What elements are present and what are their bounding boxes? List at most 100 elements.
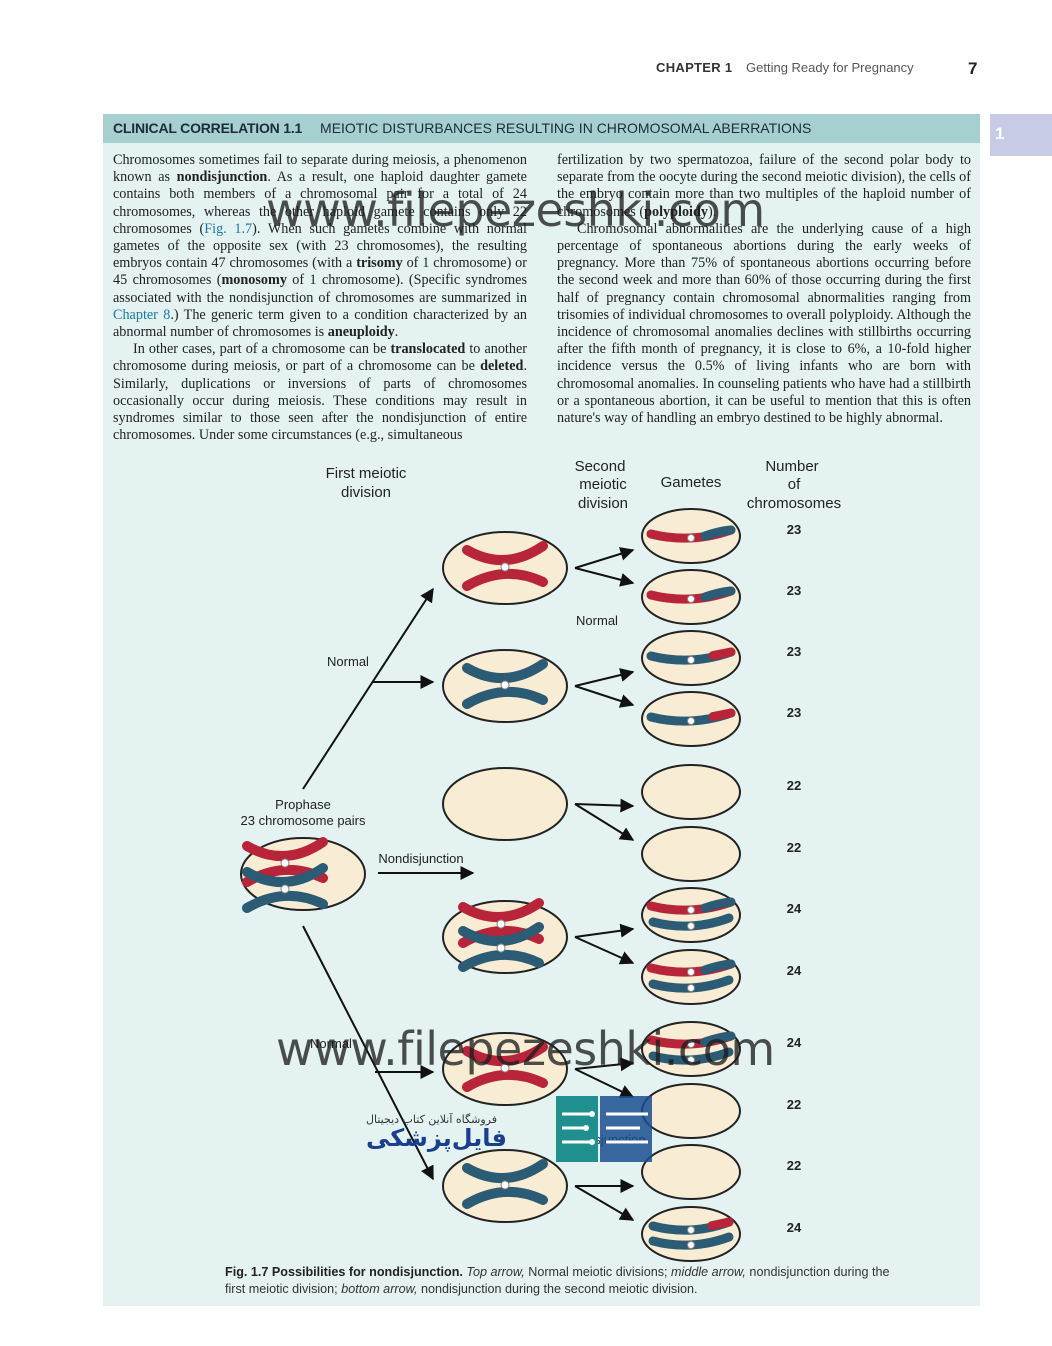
fork-2-lower [574, 685, 635, 708]
gamete-9-chromosome-b-centromere [687, 1056, 695, 1064]
gamete-12-chromosome-a-centromere [687, 1226, 695, 1234]
gamete-9-chromosome-a-tip [700, 1031, 736, 1047]
gamete-12-chromosome-b-centromere [687, 1241, 695, 1249]
first-cell-5-pair-arm2 [462, 1070, 548, 1092]
caption-label: Fig. 1.7 [225, 1265, 269, 1279]
watermark-logo-text: فایل‌پزشکی [366, 1124, 507, 1152]
gamete-1-chromosome-tip [700, 525, 736, 541]
heading-first-meiotic: First meiotic [326, 465, 407, 482]
gamete-8-chromosome-b-centromere [687, 984, 695, 992]
label-normal-second: Normal [576, 613, 618, 628]
gamete-2-chromosome-tip [700, 586, 736, 602]
fork-2-upper [574, 668, 635, 687]
watermark-logo-subtitle: فروشگاه آنلاین کتاب دیجیتال [366, 1113, 497, 1126]
chromosome-count-3: 23 [787, 644, 801, 659]
watermark-logo-icon [556, 1096, 652, 1162]
prophase-pair-red-arm1 [242, 837, 328, 861]
paragraph-nondisjunction: Chromosomes sometimes fail to separate d… [113, 152, 528, 341]
first-cell-4-pair-blue-arm2 [458, 950, 544, 972]
first-cell-4-pair-red-arm1 [458, 898, 544, 922]
chromosome-count-5: 22 [787, 778, 801, 793]
caption-title: Possibilities for nondisjunction. [271, 1265, 463, 1279]
fig-link[interactable]: Fig. 1.7 [204, 220, 253, 237]
gamete-8-chromosome-a-centromere [687, 968, 695, 976]
clinical-correlation-box: CLINICAL CORRELATION 1.1 MEIOTIC DISTURB… [103, 114, 980, 1306]
first-cell-4-pair-blue-arm1 [458, 922, 544, 946]
box-label: CLINICAL CORRELATION 1.1 [113, 120, 303, 136]
first-cell-1-pair-arm2 [462, 569, 548, 591]
continued-text: fertilization by two spermatozoa, failur… [557, 152, 971, 220]
arrow-bottom [302, 925, 434, 1181]
box-title: MEIOTIC DISTURBANCES RESULTING IN CHROMO… [320, 120, 812, 136]
fork-6-lower [574, 1185, 635, 1221]
first-cell-1-pair-centromere [500, 562, 510, 572]
watermark-url-bottom: www.filepezeshki.com [276, 1022, 775, 1076]
page-number: 7 [968, 59, 978, 78]
first-cell-5-pair-arm1 [462, 1042, 548, 1066]
prophase-pair-blue-arm2 [242, 891, 328, 913]
gamete-3-chromosome-centromere [687, 656, 695, 664]
chapter-label: CHAPTER 1 [656, 60, 733, 75]
gamete-cell-5 [641, 764, 741, 820]
gamete-7-chromosome-a-centromere [687, 906, 695, 914]
first-cell-6-pair-centromere [500, 1180, 510, 1190]
gamete-7-chromosome-a-tip [700, 897, 736, 913]
first-cell-4-pair-red-centromere [496, 919, 506, 929]
chromosome-count-11: 22 [787, 1158, 801, 1173]
gamete-cell-6 [641, 826, 741, 882]
gamete-3-chromosome-tip [708, 647, 736, 661]
paragraph-continued: fertilization by two spermatozoa, failur… [557, 152, 971, 220]
heading-of: of [788, 476, 801, 493]
gamete-2-chromosome-centromere [687, 595, 695, 603]
fork-3-upper [574, 798, 635, 813]
chapter-link[interactable]: Chapter 8 [113, 306, 171, 323]
prophase-sublabel: 23 chromosome pairs [241, 813, 366, 828]
label-nondisjunction-first: Nondisjunction [378, 851, 463, 866]
prophase-label: Prophase [275, 797, 331, 812]
fork-1-upper [574, 547, 635, 569]
label-normal-bottom: Normal [310, 1036, 352, 1051]
heading-second-division: division [578, 495, 628, 512]
first-division-cell-3 [442, 767, 568, 841]
chromosome-count-4: 23 [787, 705, 801, 720]
fork-5-upper [574, 1057, 635, 1072]
gamete-9-chromosome-a-centromere [687, 1040, 695, 1048]
gamete-12-chromosome-a-tip [707, 1217, 734, 1231]
chromosome-count-8: 24 [787, 963, 802, 978]
gamete-7-chromosome-b-centromere [687, 922, 695, 930]
heading-second-meiotic: meiotic [579, 476, 627, 493]
first-cell-2-pair-arm2 [462, 687, 548, 709]
gamete-cell-11 [641, 1144, 741, 1200]
chromosome-count-1: 23 [787, 522, 801, 537]
gamete-8-chromosome-a-tip [700, 959, 736, 975]
chromosome-count-10: 22 [787, 1097, 801, 1112]
paragraph-abnormalities: Chromosomal abnormalities are the underl… [557, 220, 971, 427]
chromosome-count-6: 22 [787, 840, 801, 855]
fork-4-lower [574, 936, 635, 965]
figure-caption: Fig. 1.7 Possibilities for nondisjunctio… [225, 1265, 890, 1296]
heading-second: Second [575, 458, 626, 475]
running-header: CHAPTER 1 Getting Ready for Pregnancy [656, 60, 914, 75]
heading-number: Number [765, 458, 818, 475]
text-column-right: fertilization by two spermatozoa, failur… [557, 152, 971, 427]
gamete-1-chromosome-centromere [687, 534, 695, 542]
first-cell-4-pair-blue-centromere [496, 943, 506, 953]
prophase-pair-red-centromere [280, 858, 290, 868]
first-cell-2-pair-centromere [500, 680, 510, 690]
chromosome-count-7: 24 [787, 901, 802, 916]
heading-chromosomes: chromosomes [747, 495, 841, 512]
fork-1-lower [574, 567, 635, 587]
chromosome-count-2: 23 [787, 583, 801, 598]
heading-first-division: division [341, 484, 391, 501]
heading-gametes: Gametes [661, 474, 722, 491]
prophase-pair-blue-arm1 [242, 863, 328, 887]
fork-5-lower [574, 1068, 635, 1098]
paragraph-translocation: In other cases, part of a chromosome can… [113, 341, 527, 444]
first-cell-6-pair-arm2 [462, 1187, 548, 1209]
watermark-url-top: www.filepezeshki.com [266, 183, 765, 237]
first-cell-6-pair-arm1 [462, 1159, 548, 1183]
label-normal-top: Normal [327, 654, 369, 669]
fork-3-lower [574, 803, 635, 841]
arrow-normal-top [302, 587, 434, 790]
